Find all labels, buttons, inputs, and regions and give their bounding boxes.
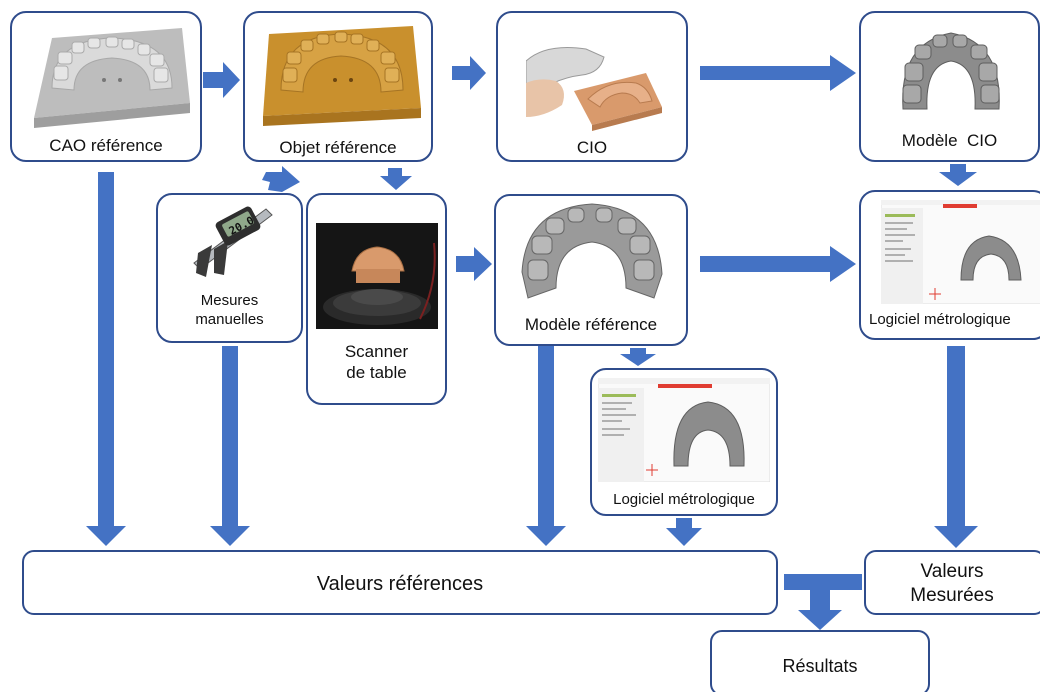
reference-scan-model-image <box>521 203 663 299</box>
arrow-cio-to-modele-cio <box>700 55 856 91</box>
node-scanner-de-table: Scanner de table <box>306 193 447 405</box>
node-valeurs-references: Valeurs références <box>22 550 778 615</box>
node-label: Logiciel métrologique <box>613 491 755 508</box>
intraoral-scanner-image <box>526 47 662 131</box>
cad-model-image <box>34 28 190 128</box>
node-label: Modèle CIO <box>901 131 998 150</box>
label-line: Mesures <box>200 292 259 309</box>
label-line: Valeurs <box>920 561 984 582</box>
metrology-software-screenshot <box>598 378 770 482</box>
node-modele-reference: Modèle référence <box>494 194 688 346</box>
physical-model-image <box>263 26 421 126</box>
node-modele-cio: Modèle CIO <box>859 11 1040 162</box>
arrow-cao-to-objet <box>203 62 240 98</box>
node-mesures-manuelles: 20.0 Mesures manuelles <box>156 193 303 343</box>
node-cao-reference: CAO référence <box>10 11 202 162</box>
arrow-cao-to-valeurs <box>86 172 126 546</box>
node-label: Mesures manuelles <box>158 291 301 329</box>
node-logiciel-metrologique-right: Logiciel métrologique <box>859 190 1040 340</box>
node-resultats: Résultats <box>710 630 930 692</box>
metrology-software-screenshot <box>881 200 1040 304</box>
label-line: manuelles <box>195 311 264 328</box>
arrow-mesures-to-valeurs <box>210 346 250 546</box>
cio-scan-model-image <box>902 32 1000 110</box>
node-label: Valeurs Mesurées <box>866 560 1040 608</box>
node-objet-reference: Objet référence <box>243 11 433 162</box>
node-cio: CIO <box>496 11 688 162</box>
label-line: de table <box>346 363 407 382</box>
arrow-to-resultats <box>784 574 862 630</box>
table-scanner-image <box>316 223 438 329</box>
node-label: Modèle référence <box>524 315 658 334</box>
node-label: CIO <box>576 138 608 157</box>
arrow-modele-to-logiciel-right <box>700 246 856 282</box>
node-label: Logiciel métrologique <box>869 311 1011 328</box>
node-label: Valeurs références <box>316 573 484 595</box>
arrow-logiciel-center-to-valeurs <box>666 518 702 546</box>
node-logiciel-metrologique-center: Logiciel métrologique <box>590 368 778 516</box>
caliper-image: 20.0 <box>193 206 273 277</box>
label-line: Scanner <box>344 342 409 361</box>
arrow-modele-to-logiciel-center <box>620 348 656 366</box>
label-line: Mesurées <box>910 585 994 606</box>
arrow-logiciel-right-to-mesurees <box>934 346 978 548</box>
node-valeurs-mesurees: Valeurs Mesurées <box>864 550 1040 615</box>
node-label: Résultats <box>782 656 858 676</box>
node-label: CAO référence <box>49 136 163 155</box>
arrow-objet-to-mesures <box>262 166 300 192</box>
arrow-scanner-to-modele <box>456 247 492 281</box>
arrow-objet-to-scanner <box>380 168 412 190</box>
arrow-objet-to-cio <box>452 56 486 90</box>
arrow-modelecio-to-logiciel <box>939 164 977 186</box>
arrow-modele-to-valeurs <box>526 346 566 546</box>
node-label: Scanner de table <box>308 341 445 383</box>
node-label: Objet référence <box>279 138 397 157</box>
